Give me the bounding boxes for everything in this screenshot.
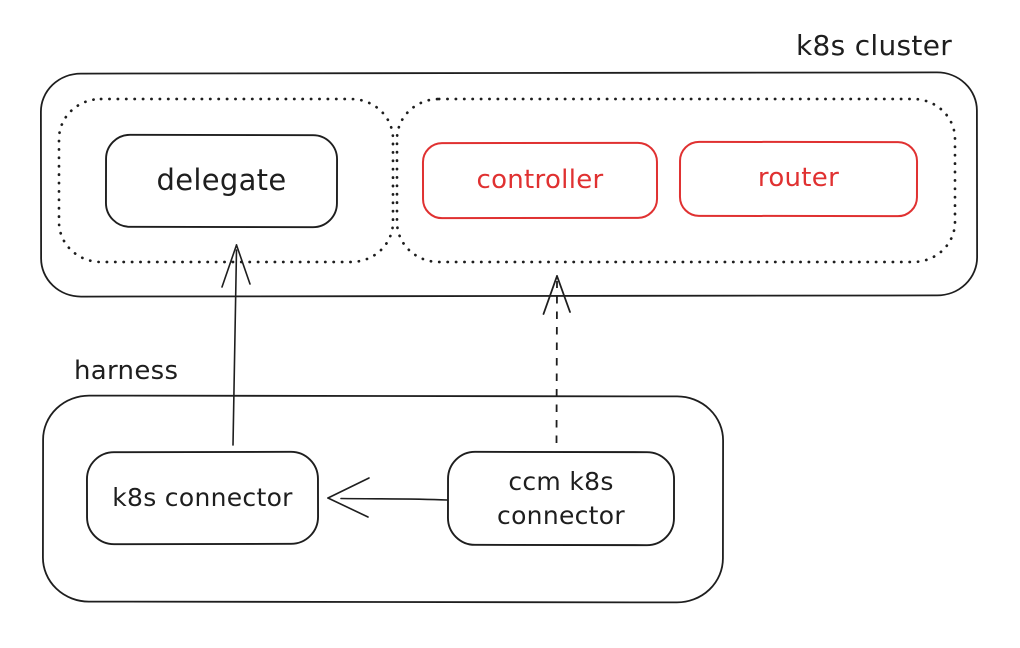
arrow-k8s-connector-to-delegate [221, 244, 251, 446]
arrow-ccm-connector-to-k8s-connector [327, 477, 448, 518]
k8s-cluster-box [39, 71, 979, 298]
ccm-group-dotted-box [395, 97, 957, 264]
harness-box [42, 394, 724, 604]
k8s-cluster-label: k8s cluster [796, 29, 953, 63]
ccm-k8s-connector-node-box [447, 450, 675, 547]
router-node-label: router [757, 163, 840, 194]
ccm-k8s-connector-label-line2: connector [497, 500, 625, 530]
harness-label: harness [74, 356, 179, 387]
ccm-k8s-connector-node-label: ccm k8s connector [448, 452, 674, 545]
arrow-ccm-connector-to-controller-group [542, 275, 571, 444]
controller-node-label: controller [476, 164, 604, 195]
delegate-group-dotted-box [57, 97, 395, 264]
controller-node-box [421, 141, 659, 220]
delegate-node-box [105, 133, 338, 229]
delegate-node-label: delegate [156, 163, 287, 198]
ccm-k8s-connector-label-line1: ccm k8s [508, 466, 614, 496]
router-node-box [678, 140, 919, 218]
k8s-connector-node-box [86, 450, 319, 546]
k8s-connector-node-label: k8s connector [112, 483, 293, 513]
